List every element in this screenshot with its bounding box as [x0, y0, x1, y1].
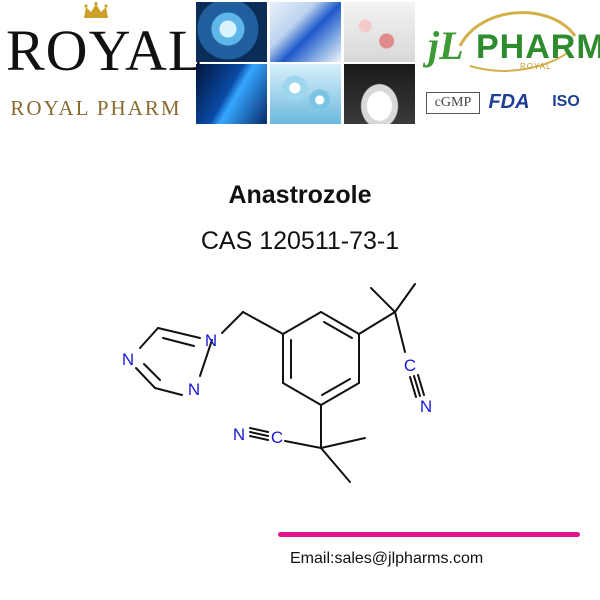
atom-n1: N: [205, 331, 217, 350]
cgmp-badge: cGMP: [426, 92, 480, 114]
bond-lines: [135, 283, 425, 483]
atom-nitrile-top-c: C: [404, 356, 416, 375]
atom-nitrile-top-n: N: [420, 397, 432, 416]
brand-subtitle: ROYAL PHARM: [10, 96, 182, 120]
pharm-wordmark: PHARM: [476, 28, 600, 66]
logo-tagline: ROYAL: [520, 62, 552, 71]
atom-labels: N N N C N C N: [122, 331, 432, 447]
fda-badge: FDA: [488, 91, 530, 113]
royal-logo: ROYAL ROYAL PHARM: [0, 0, 205, 130]
atom-nitrile-bottom-n: N: [233, 425, 245, 444]
test-tubes-image: [270, 2, 341, 62]
compound-name: Anastrozole: [228, 181, 372, 209]
cas-number: CAS 120511-73-1: [200, 227, 400, 255]
contact-email[interactable]: Email:sales@jlpharms.com: [290, 550, 484, 567]
molecules-image: [270, 64, 341, 124]
virus-image: [196, 2, 267, 62]
jl-pharm-logo: jL PHARM ROYAL cGMP FDA ISO: [420, 0, 600, 130]
photo-collage: [196, 2, 416, 124]
dna-image: [196, 64, 267, 124]
brand-name: ROYAL: [6, 18, 205, 83]
iso-badge: ISO: [552, 93, 580, 110]
atom-nitrile-bottom-c: C: [271, 428, 283, 447]
atom-n4: N: [122, 350, 134, 369]
crown-icon: [84, 2, 108, 18]
atom-n2: N: [188, 380, 200, 399]
capsules-image: [344, 2, 415, 62]
logo-swoosh-icon: [458, 11, 577, 72]
footer-divider: [278, 532, 580, 537]
powder-image: [344, 64, 415, 124]
jl-mark: jL: [428, 23, 464, 68]
